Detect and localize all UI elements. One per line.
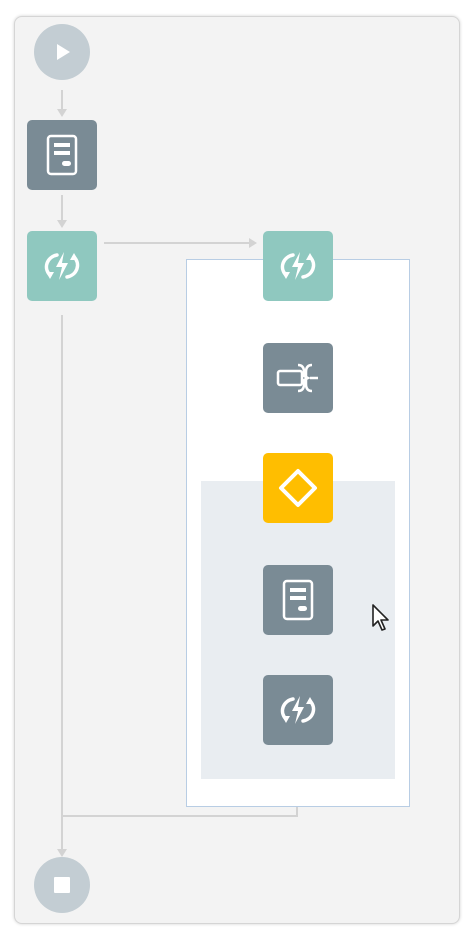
form-icon xyxy=(46,134,78,176)
lightning-exchange-icon xyxy=(280,252,316,280)
transform-node[interactable] xyxy=(263,343,333,413)
arrowhead xyxy=(57,109,67,117)
diamond-icon xyxy=(279,469,317,507)
event-node-3[interactable] xyxy=(263,675,333,745)
arrowhead xyxy=(57,849,67,857)
connector-container-return xyxy=(62,805,298,817)
gateway-node[interactable] xyxy=(263,453,333,523)
end-node[interactable] xyxy=(34,857,90,913)
form-icon xyxy=(282,579,314,621)
stop-icon xyxy=(54,877,70,893)
mouse-pointer-icon xyxy=(372,604,389,631)
data-transform-icon xyxy=(276,363,318,393)
start-node[interactable] xyxy=(34,24,90,80)
lightning-exchange-icon xyxy=(44,252,80,280)
lightning-exchange-icon xyxy=(280,696,316,724)
form-node-1[interactable] xyxy=(27,120,97,190)
event-node-1[interactable] xyxy=(27,231,97,301)
arrowhead xyxy=(249,238,257,248)
arrowhead xyxy=(57,220,67,228)
form-node-2[interactable] xyxy=(263,565,333,635)
event-node-2[interactable] xyxy=(263,231,333,301)
workflow-canvas[interactable] xyxy=(14,16,460,924)
play-icon xyxy=(57,44,70,60)
